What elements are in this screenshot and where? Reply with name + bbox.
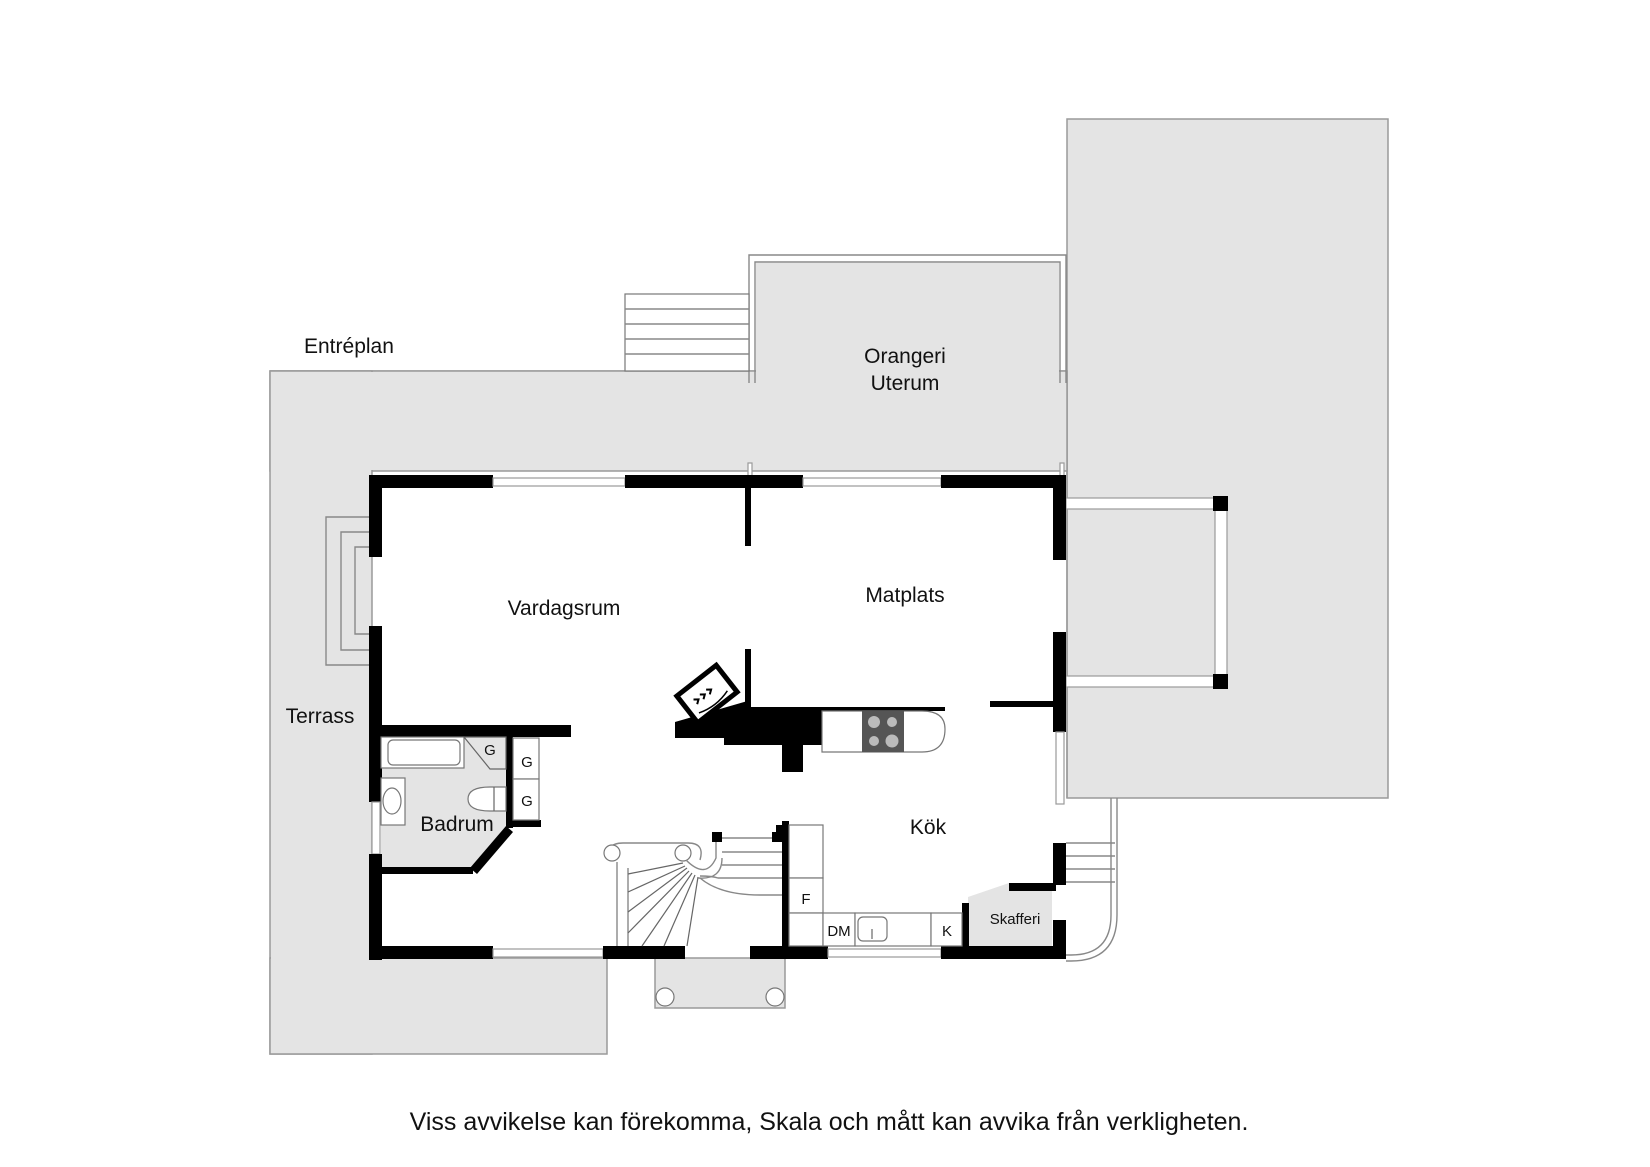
deck-right xyxy=(1066,118,1389,799)
pantry-floor xyxy=(968,883,1052,947)
porch-post-left xyxy=(655,987,675,1007)
outdoor-decks xyxy=(269,118,1389,1055)
tall-cabinet xyxy=(788,824,824,879)
sink-basin xyxy=(382,787,402,815)
orangeri xyxy=(624,254,1067,478)
freezer xyxy=(930,912,963,947)
room-label-matplats: Matplats xyxy=(865,584,944,607)
fireplace-icon xyxy=(673,661,741,727)
terrace-fill-left xyxy=(271,372,371,1053)
room-label-orangeri: Orangeri xyxy=(864,345,946,368)
stove-burner xyxy=(868,716,880,728)
steps-box xyxy=(624,293,750,372)
counter-corner xyxy=(788,912,824,947)
kitchen-counters xyxy=(788,710,963,947)
room-label-skafferi: Skafferi xyxy=(990,911,1041,928)
exterior-walls xyxy=(369,475,1066,960)
closet xyxy=(512,778,540,821)
outdoor-fireplace xyxy=(325,516,371,666)
room-label-terrass: Terrass xyxy=(286,705,355,728)
fixture-label-dishwasher: DM xyxy=(827,923,850,940)
stove-burner xyxy=(887,717,897,727)
bathtub-basin xyxy=(387,739,461,766)
fixture-label-g: G xyxy=(521,754,533,771)
bathroom-fixtures xyxy=(380,736,540,826)
disclaimer-caption: Viss avvikelse kan förekomma, Skala och … xyxy=(410,1108,1249,1136)
post-marker xyxy=(747,462,753,478)
stove-burner xyxy=(869,736,879,746)
staircase xyxy=(603,832,782,947)
terrace-fill xyxy=(271,372,1066,470)
entrance-porch xyxy=(654,957,786,1009)
closet xyxy=(512,737,540,780)
kitchen-side-steps xyxy=(1066,798,1118,962)
post-marker xyxy=(1059,462,1065,478)
stove-burner xyxy=(885,734,899,748)
orangeri-inner-rail xyxy=(754,261,1061,383)
room-label-badrum: Badrum xyxy=(420,813,494,836)
interior-walls xyxy=(381,488,1056,947)
fixture-label-fridge: F xyxy=(801,891,810,908)
floor-title: Entréplan xyxy=(304,335,394,358)
room-label-uterum: Uterum xyxy=(871,372,940,395)
stove xyxy=(862,711,904,752)
dishwasher xyxy=(822,912,856,947)
porch-post-right xyxy=(765,987,785,1007)
room-label-kok: Kök xyxy=(910,816,947,839)
room-label-vardagsrum: Vardagsrum xyxy=(508,597,621,620)
toilet xyxy=(467,786,507,812)
fixture-label-freezer: K xyxy=(942,923,952,940)
fixture-label-g: G xyxy=(484,742,496,759)
orangeri-floor xyxy=(756,263,1059,383)
orangeri-steps xyxy=(624,293,750,372)
fixture-label-g: G xyxy=(521,793,533,810)
